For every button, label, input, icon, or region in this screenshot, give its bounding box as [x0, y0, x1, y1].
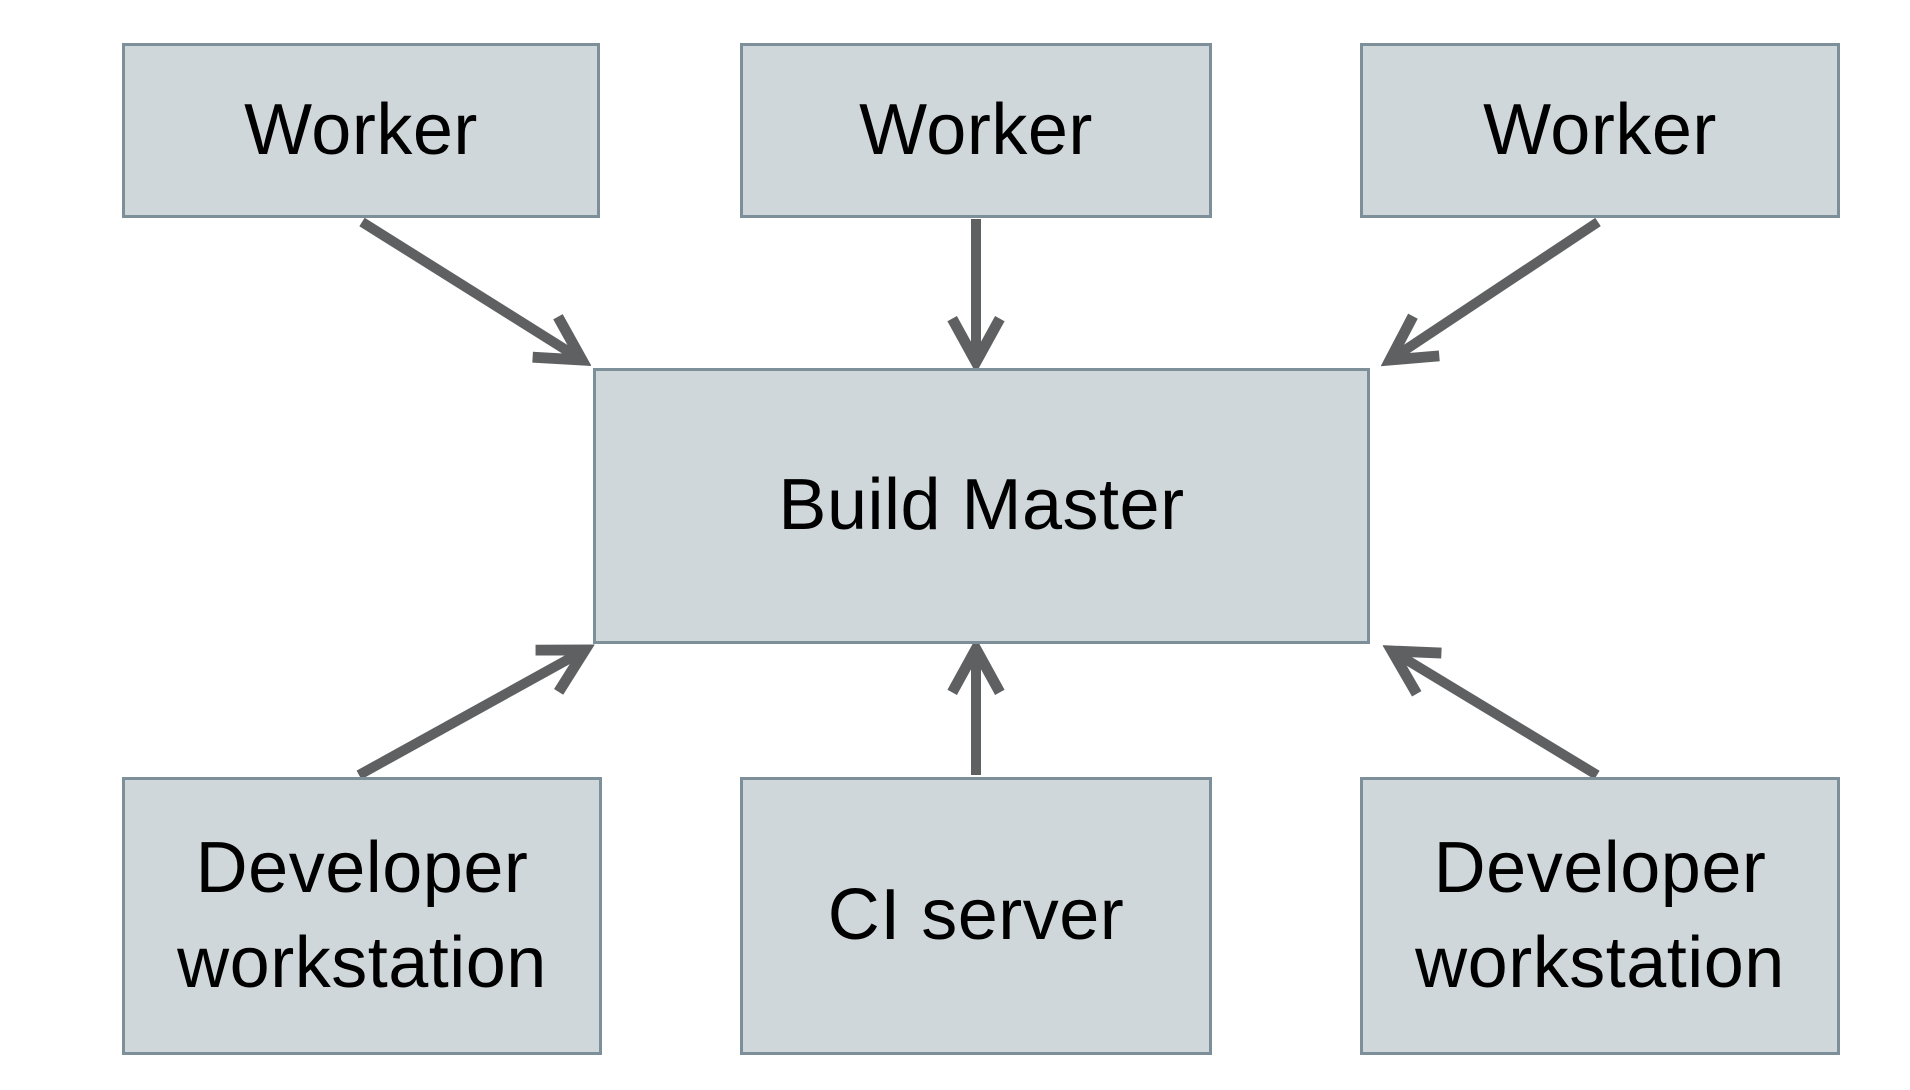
node-worker-3: Worker [1360, 43, 1840, 218]
node-worker-2-label: Worker [859, 89, 1093, 170]
node-build-master-label: Build Master [778, 465, 1185, 546]
node-developer-workstation-left: Developer workstation [122, 777, 602, 1055]
node-worker-2: Worker [740, 43, 1212, 218]
node-ci-server-label: CI server [827, 875, 1125, 956]
arrow-worker-1-to-build-master [359, 217, 582, 360]
node-build-master: Build Master [593, 368, 1370, 644]
arrow-worker-3-to-build-master [1390, 217, 1601, 360]
node-worker-3-label: Worker [1483, 89, 1717, 170]
node-worker-1: Worker [122, 43, 600, 218]
node-developer-workstation-left-label: Developer workstation [177, 827, 547, 1003]
arrow-developer-workstation-right-to-build-master [1392, 651, 1600, 780]
node-developer-workstation-right-label: Developer workstation [1415, 827, 1785, 1003]
node-ci-server: CI server [740, 777, 1212, 1055]
arrow-developer-workstation-left-to-build-master [356, 650, 585, 780]
node-developer-workstation-right: Developer workstation [1360, 777, 1840, 1055]
node-worker-1-label: Worker [244, 89, 478, 170]
